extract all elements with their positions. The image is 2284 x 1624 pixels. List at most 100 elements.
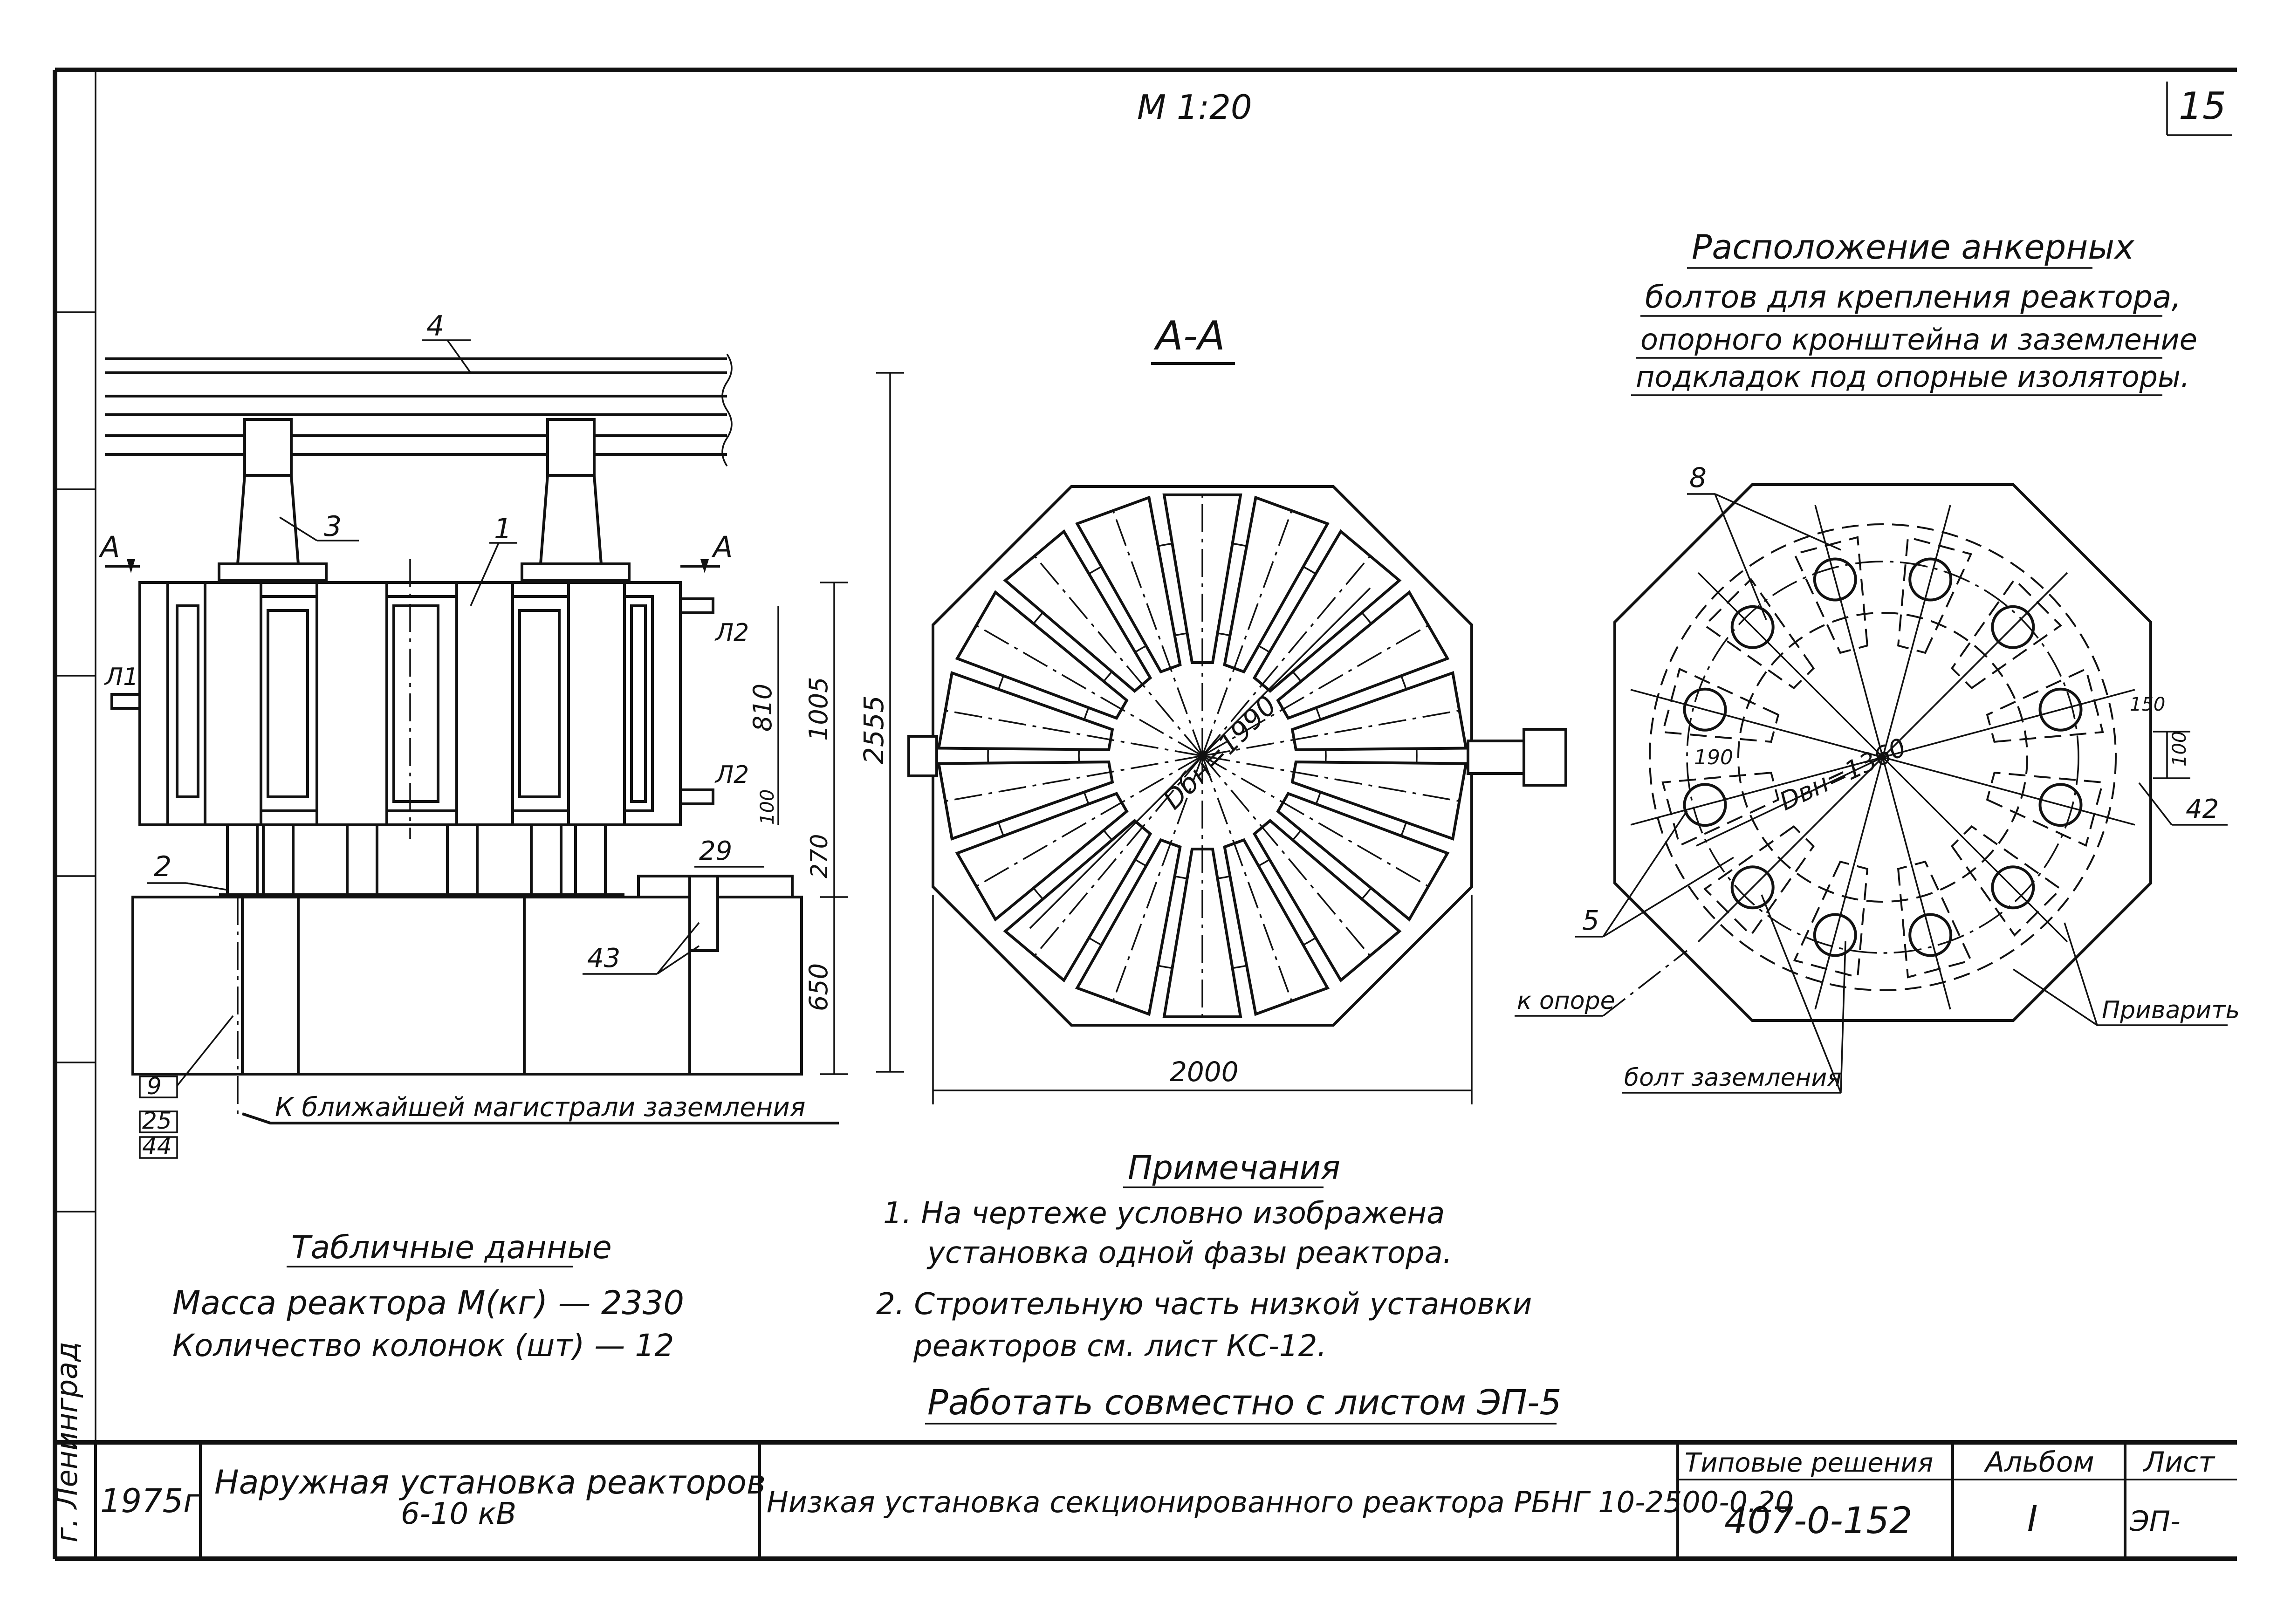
- tb-sheet-value: ЭП-: [2129, 1505, 2181, 1538]
- aa-radial-blades: [937, 488, 1468, 1024]
- aa-blade: [1276, 590, 1450, 720]
- callout-1: 1: [494, 513, 512, 545]
- dim-270: 270: [806, 834, 833, 878]
- aa-side-brackets: [907, 728, 1567, 787]
- top-insulator-right: [521, 418, 631, 582]
- callout-9: 9: [147, 1073, 162, 1100]
- anchor-bolt: [1683, 783, 1727, 827]
- table-data-title: Табличные данные: [291, 1229, 612, 1266]
- anchor-pad-outline: [1703, 578, 1815, 690]
- anchor-axis: [1814, 757, 1884, 1010]
- aa-blade: [1162, 848, 1242, 1018]
- tb-album-label: Альбом: [1983, 1446, 2094, 1479]
- tb-year: 1975г: [100, 1482, 201, 1520]
- aa-blade: [1290, 761, 1468, 841]
- tb-album-value: I: [2027, 1498, 2037, 1539]
- busbar-group: [105, 354, 733, 466]
- anchor-bolt: [1730, 605, 1775, 649]
- lead-l2-top: Л2: [714, 619, 749, 647]
- anchor-axis: [1882, 505, 1951, 758]
- anchor-title-3: опорного кронштейна и заземление: [1640, 322, 2197, 356]
- callout-8: 8: [1689, 462, 1707, 493]
- joint-note: Работать совместно с листом ЭП-5: [927, 1383, 1562, 1423]
- anchor-pad-outline: [1793, 860, 1869, 979]
- tb-sheet-label: Лист: [2143, 1446, 2215, 1479]
- anchor-bolt: [1908, 557, 1953, 602]
- anchor-pad-outline: [1793, 536, 1869, 654]
- anchor-axis: [1882, 756, 2068, 943]
- anchor-dim-100: 100: [2169, 731, 2190, 767]
- anchor-bolt: [1813, 913, 1857, 957]
- dim-650: 650: [804, 963, 833, 1011]
- tb-series-label: Типовые решения: [1685, 1448, 1933, 1478]
- aa-blade: [1162, 493, 1242, 664]
- note-line-2: установка одной фазы реактора.: [926, 1236, 1452, 1270]
- scale-label: М 1:20: [1137, 88, 1252, 127]
- anchor-diameter-label: Dвн=1360: [1775, 733, 1911, 816]
- sheet-frame: [53, 68, 2237, 1561]
- anchor-right-dimension: 100: [2153, 731, 2190, 779]
- post-insulators: [219, 823, 624, 896]
- anchor-axis: [1882, 757, 1951, 1010]
- callout-25: 25: [142, 1107, 172, 1134]
- aa-blade: [955, 792, 1129, 922]
- sheet-number: 15: [2179, 84, 2226, 128]
- anchor-bolt: [1908, 913, 1953, 957]
- anchor-pad-outline: [1986, 667, 2104, 743]
- anchor-axis: [1630, 756, 1883, 826]
- callout-3: 3: [324, 510, 342, 543]
- title-block: 1975г Наружная установка реакторов 6-10 …: [55, 1440, 2237, 1559]
- callout-44: 44: [142, 1133, 172, 1160]
- anchor-axis: [1814, 505, 1884, 758]
- lead-l2-bottom: Л2: [714, 761, 749, 789]
- anchor-pad-outline: [1897, 860, 1973, 979]
- anchor-circle-mid: [1686, 561, 2079, 954]
- anchor-pad-outline: [1950, 578, 2062, 690]
- anchor-bolt-pattern: [1630, 505, 2135, 1010]
- ground-note-text: К ближайшей магистрали заземления: [275, 1092, 805, 1123]
- aa-blade: [1223, 838, 1330, 1016]
- anchor-bolt: [2038, 687, 2083, 732]
- aa-octagon: [932, 485, 1473, 1027]
- note-line-1: 1. На чертеже условно изображена: [883, 1196, 1445, 1231]
- section-mark-right: А: [711, 530, 733, 564]
- anchor-axis: [1882, 572, 2068, 758]
- label-weld: Приварить: [2102, 996, 2240, 1024]
- anchor-layout-view: Расположение анкерных болтов для креплен…: [1515, 227, 2240, 1094]
- anchor-dim-190: 190: [1694, 746, 1733, 769]
- aa-width-label: 2000: [1170, 1056, 1239, 1088]
- anchor-axis: [1697, 756, 1884, 943]
- dim-100: 100: [757, 789, 778, 825]
- anchor-bolt: [1991, 865, 2035, 910]
- foundation: [131, 875, 803, 1118]
- dim-1005: 1005: [804, 677, 833, 741]
- anchor-dim-150: 150: [2130, 694, 2165, 715]
- anchor-title-1: Расположение анкерных: [1692, 227, 2135, 267]
- sheet-number-box: 15: [2166, 82, 2232, 136]
- callout-4: 4: [426, 310, 444, 343]
- section-aa-title: А-А: [1153, 313, 1225, 359]
- table-data-row-1: Масса реактора М(кг) — 2330: [172, 1284, 684, 1322]
- callout-43: 43: [587, 943, 620, 973]
- elevation-view: А А 4 3 1 2 29 43 9 25: [98, 310, 904, 1160]
- anchor-octagon: [1613, 483, 2152, 1022]
- anchor-pad-outline: [1950, 825, 2062, 937]
- callout-5: 5: [1582, 905, 1599, 936]
- section-cut-marks: А А: [98, 530, 733, 573]
- aa-width-dimension: 2000: [932, 895, 1473, 1104]
- aa-blade: [955, 590, 1129, 720]
- dim-810: 810: [748, 684, 777, 732]
- note-line-3: 2. Строительную часть низкой установки: [876, 1287, 1532, 1322]
- section-mark-left: А: [98, 530, 120, 564]
- anchor-bolt: [1730, 865, 1775, 910]
- elevation-dimensions: 2555 1005 810 100 270 650: [748, 372, 904, 1075]
- top-insulator-left: [218, 418, 328, 582]
- label-to-support: к опоре: [1517, 987, 1615, 1015]
- callout-42: 42: [2186, 794, 2219, 824]
- table-data-row-2: Количество колонок (шт) — 12: [172, 1328, 674, 1364]
- table-data-block: Табличные данные Масса реактора М(кг) — …: [172, 1229, 684, 1364]
- anchor-circle-inner: [1737, 612, 2028, 903]
- notes-title: Примечания: [1128, 1149, 1340, 1187]
- label-ground-bolt: болт заземления: [1624, 1064, 1842, 1092]
